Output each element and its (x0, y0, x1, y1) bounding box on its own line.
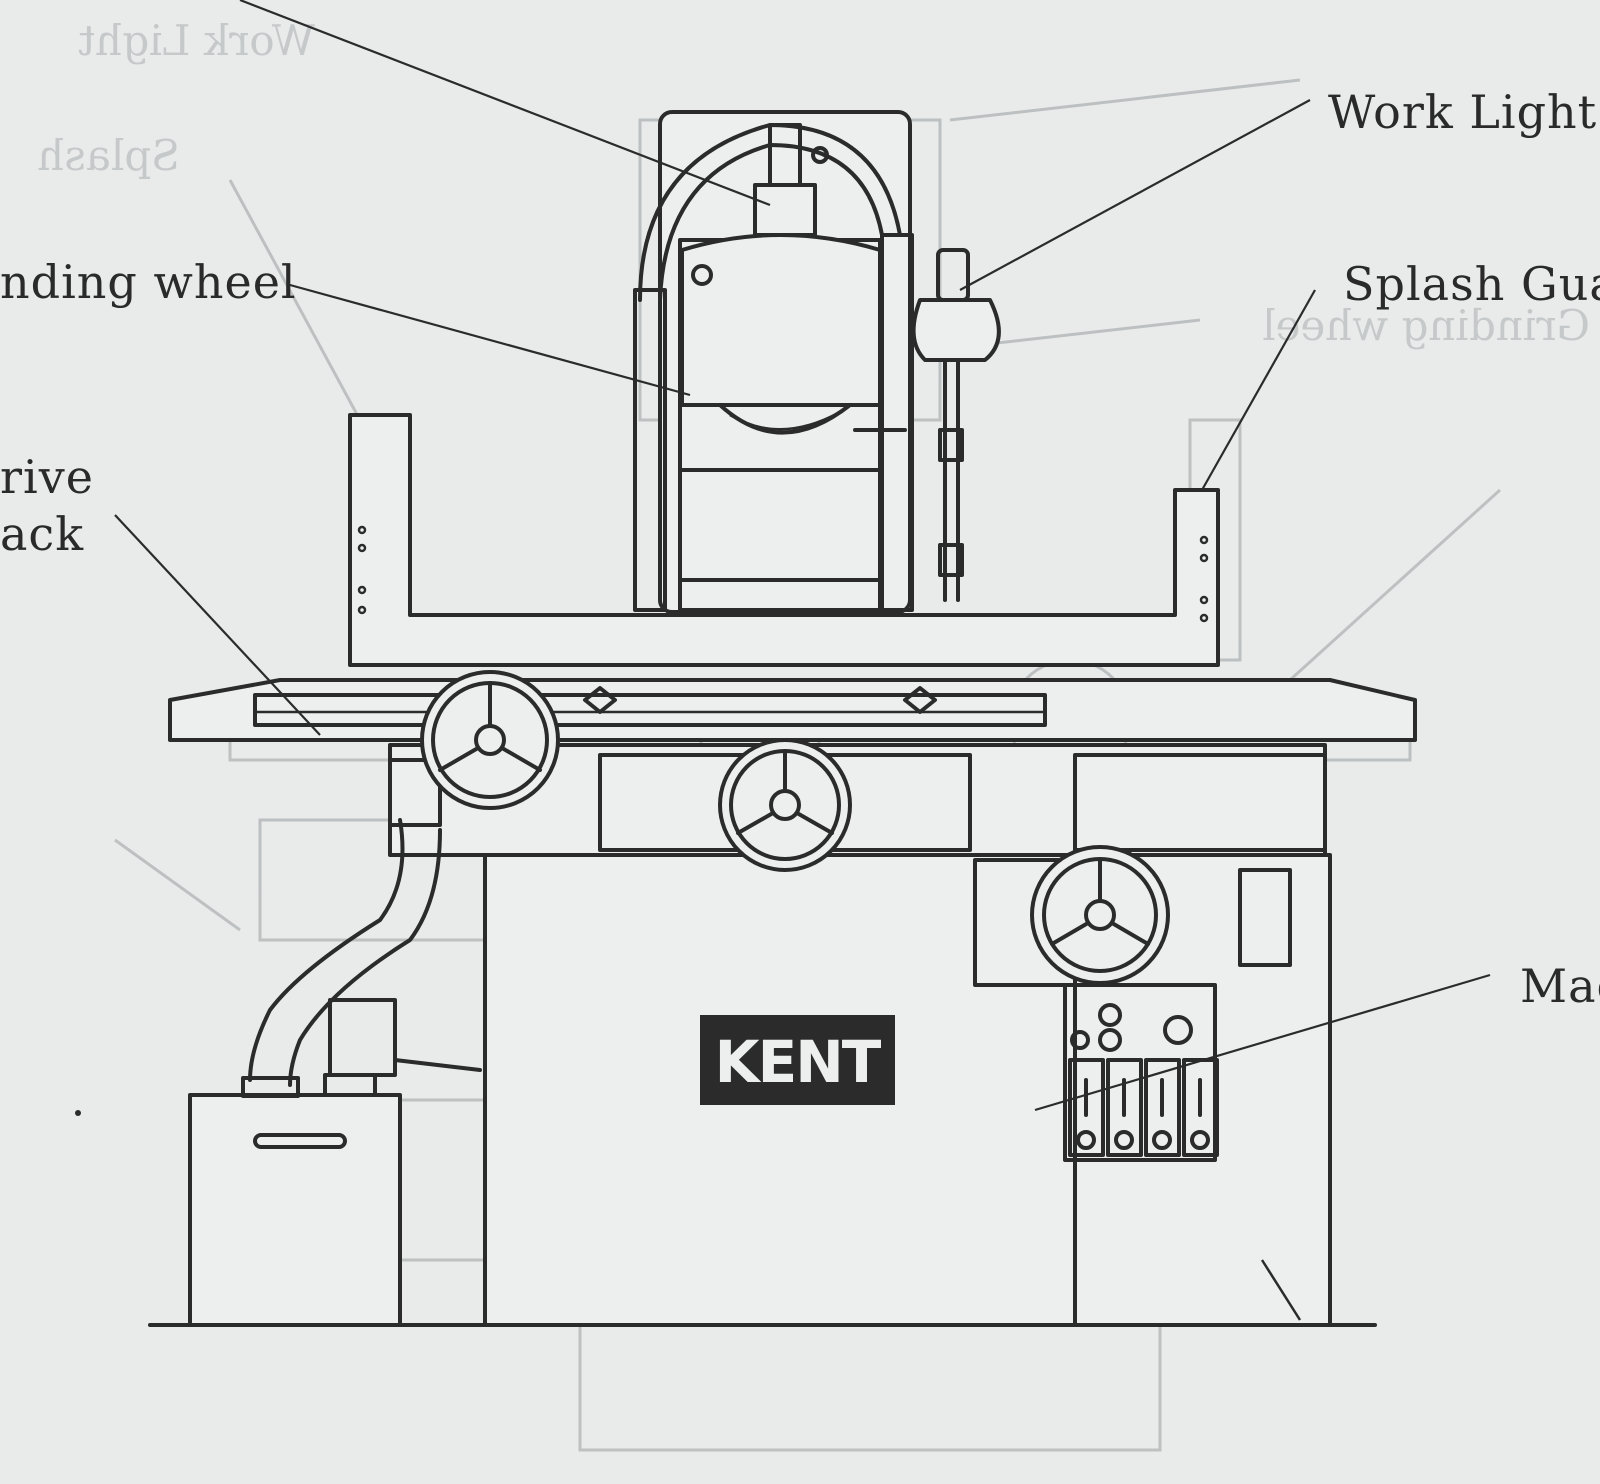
splash-guard-assembly (348, 413, 1220, 667)
leader-work-light (959, 99, 1311, 291)
splash-dot (357, 605, 367, 615)
handwheel-spoke (500, 746, 542, 772)
splash-dot (1199, 553, 1209, 563)
stray-dot (75, 1110, 81, 1116)
splash-dot (1199, 595, 1209, 605)
base-foot (1260, 1259, 1302, 1321)
leader-drive-rack (114, 514, 321, 736)
coolant-return-pipe-outer (248, 818, 405, 1082)
ghost-leader-4 (979, 318, 1201, 347)
table-top (168, 678, 1417, 742)
control-knob (1070, 1030, 1090, 1050)
ghost-leader-3 (1288, 488, 1502, 682)
label-drive-line1: rive (0, 450, 94, 504)
pipe-coupling (241, 1076, 300, 1098)
ghost-work-light-label: Work Light (78, 16, 315, 65)
coolant-return-pipe-inner (288, 828, 442, 1087)
labels: Work Light nding wheel Splash Gua rive a… (0, 85, 1600, 1013)
control-knob (1098, 1028, 1122, 1052)
work-light-clamp-2 (938, 543, 964, 577)
ghost-grinding-wheel-label: Grinding wheel (1262, 301, 1590, 350)
handwheel-spoke (795, 811, 834, 835)
handwheel-rim (1030, 845, 1170, 985)
table-stop (583, 686, 617, 714)
kent-logo: KENT (700, 1015, 895, 1105)
work-table (168, 678, 1417, 742)
handwheel-rim (420, 670, 560, 810)
label-work-light: Work Light (1328, 85, 1597, 139)
handwheel-spoke (1050, 921, 1090, 946)
handwheel-spoke (736, 811, 775, 835)
splash-dot (357, 585, 367, 595)
leader-grinding-wheel (289, 283, 691, 397)
switch-knob (1076, 1130, 1096, 1150)
splash-dot (1199, 613, 1209, 623)
pipe-top-fitting (388, 758, 442, 827)
control-knob (1163, 1015, 1193, 1045)
vertical-feed-handwheel (1030, 845, 1170, 985)
longitudinal-handwheel (420, 670, 560, 810)
wheel-guard-knob (691, 264, 713, 286)
saddle-right-box (1073, 753, 1327, 852)
leader-top-unlabelled (239, 0, 771, 207)
handwheel-rim (718, 738, 852, 872)
logo-plate (700, 1015, 895, 1105)
handwheel-spoke (438, 746, 480, 772)
label-splash-guard: Splash Gua (1343, 257, 1600, 311)
switch (1106, 1058, 1143, 1157)
switch-knob (1114, 1130, 1134, 1150)
switch-knob (1152, 1130, 1172, 1150)
grinding-wheel-inner (729, 410, 841, 431)
right-guide-post (880, 233, 914, 612)
splash-dot (1199, 535, 1209, 545)
work-light-socket (936, 248, 970, 302)
ghost-leader-1 (228, 179, 362, 421)
tank-body (188, 1093, 402, 1327)
handwheel-spoke (1110, 921, 1150, 946)
switch (1068, 1058, 1105, 1157)
table-rack (253, 693, 1047, 727)
label-drive-line2: ack (0, 507, 84, 561)
pump-outlet (323, 1073, 377, 1097)
label-machine: Mac (1520, 959, 1600, 1013)
ghost-splash-label: Splash (37, 131, 180, 180)
ghost-leader-2 (114, 838, 241, 932)
drain-hose (393, 1058, 482, 1072)
label-grinding-wheel: nding wheel (0, 255, 297, 309)
cross-feed-handwheel (718, 738, 852, 872)
splash-dot (357, 543, 367, 553)
left-guide-post (633, 288, 667, 612)
table-stop-2 (903, 686, 937, 714)
wheel-guard (680, 233, 882, 407)
label-leaders (114, 0, 1491, 1112)
splash-guard-frame (348, 413, 1220, 667)
tank-handle (253, 1133, 347, 1149)
work-light-clamp (938, 428, 964, 462)
work-light-shade (911, 298, 1001, 362)
switch-knob (1190, 1130, 1210, 1150)
splash-dot (357, 525, 367, 535)
coolant-tank (188, 758, 482, 1327)
ghost-leader-5 (949, 78, 1301, 122)
spindle-bolt (811, 146, 829, 164)
pump-housing (328, 998, 397, 1077)
leader-splash-guard (1201, 289, 1316, 491)
leader-machine-control (1034, 973, 1491, 1112)
control-knob (1098, 1003, 1122, 1027)
work-light (911, 248, 1001, 602)
switch (1144, 1058, 1181, 1157)
side-plate (1238, 868, 1292, 967)
wheel-head-column (633, 110, 914, 614)
logo-text: KENT (715, 1028, 882, 1096)
